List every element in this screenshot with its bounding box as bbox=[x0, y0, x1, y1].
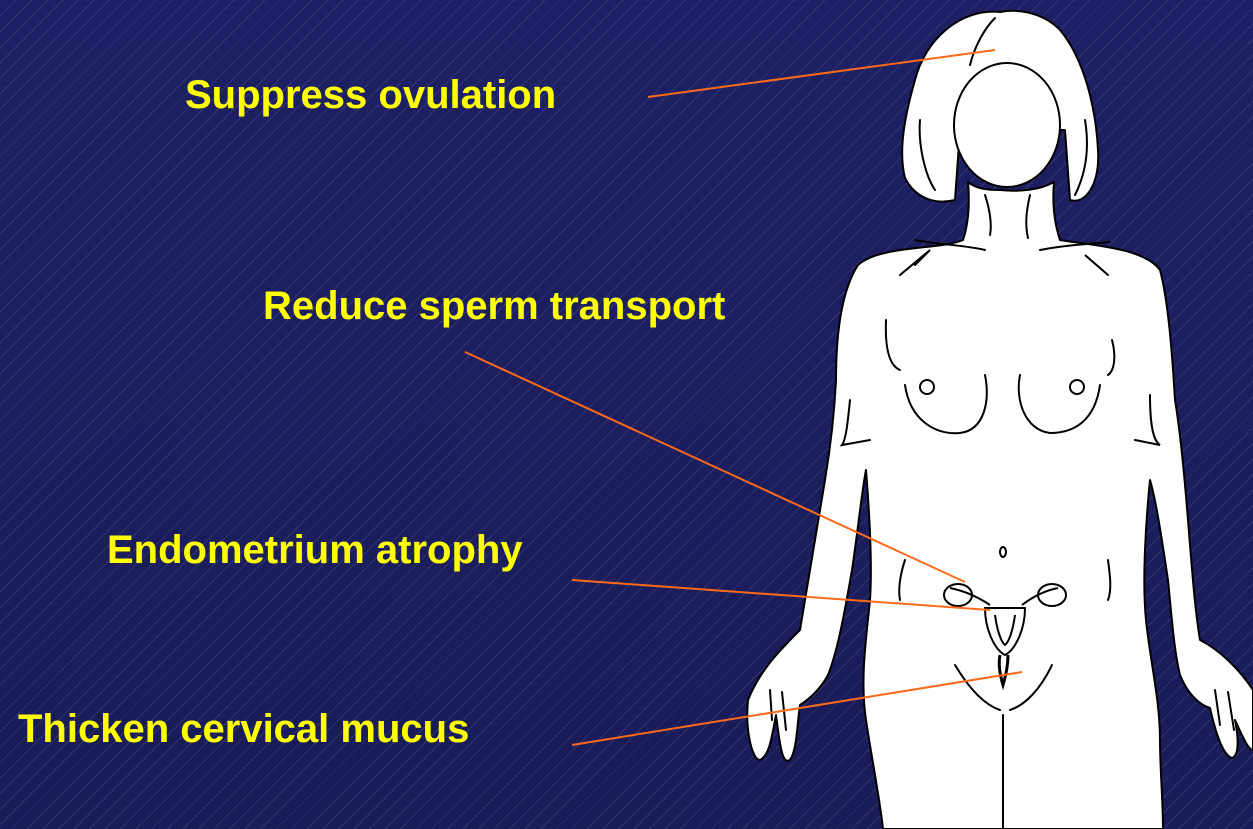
female-body-figure bbox=[747, 11, 1253, 829]
body-silhouette bbox=[747, 182, 1253, 829]
label-suppress-ovulation: Suppress ovulation bbox=[185, 75, 556, 115]
face bbox=[954, 63, 1060, 187]
label-endometrium-atrophy: Endometrium atrophy bbox=[107, 530, 523, 570]
label-reduce-sperm-transport: Reduce sperm transport bbox=[263, 286, 725, 326]
label-thicken-cervical-mucus: Thicken cervical mucus bbox=[18, 709, 469, 749]
